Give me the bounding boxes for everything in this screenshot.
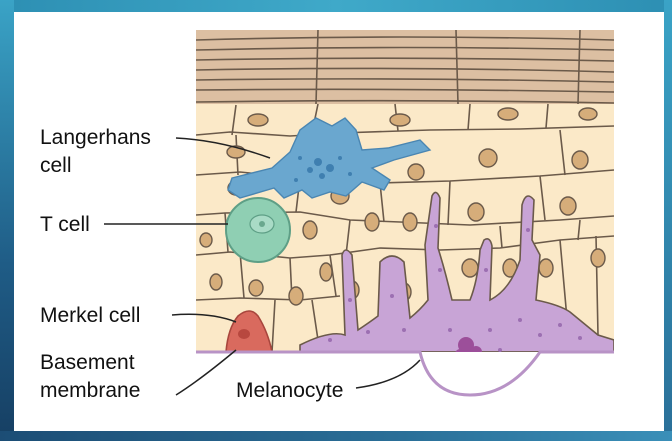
stratum-corneum <box>196 30 614 104</box>
label-langerhans-line1: Langerhans <box>40 125 151 150</box>
label-t-cell: T cell <box>40 212 90 237</box>
label-basement-line1: Basement <box>40 350 135 375</box>
basement-leader <box>176 350 236 395</box>
melanocyte-leader <box>356 360 420 388</box>
label-merkel-cell: Merkel cell <box>40 303 140 328</box>
label-langerhans-line2: cell <box>40 153 72 178</box>
label-basement-line2: membrane <box>40 378 140 403</box>
label-melanocyte: Melanocyte <box>236 378 343 403</box>
tissue-section <box>196 30 614 395</box>
t-cell <box>226 198 290 262</box>
